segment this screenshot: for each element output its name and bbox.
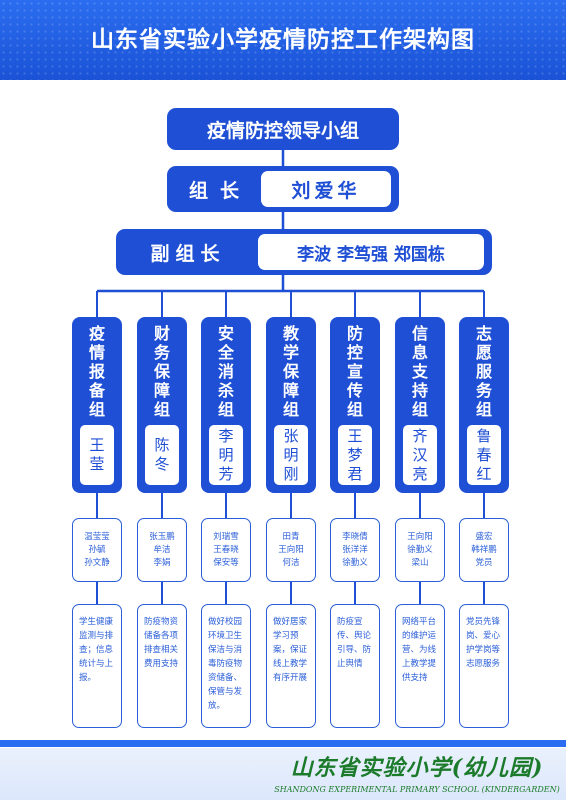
member-name: 保安等 — [213, 557, 239, 568]
deputy-label: 副组长 — [150, 242, 226, 265]
member-name: 牟洁 — [153, 544, 171, 555]
page-title: 山东省实验小学疫情防控工作架构图 — [91, 27, 475, 53]
group-leader-name: 鲁春红 — [467, 425, 501, 485]
footer-stripe — [0, 740, 566, 747]
member-name: 党员 — [475, 557, 493, 568]
member-name: 田青 — [282, 531, 300, 542]
group-name: 防控宣传组 — [346, 324, 363, 419]
group-column: 志愿服务组鲁春红 — [459, 317, 509, 493]
group-column: 财务保障组陈冬 — [137, 317, 187, 493]
leader-row: 组长 刘爱华 — [167, 166, 399, 212]
member-name: 温莹莹 — [84, 531, 110, 542]
member-name: 何洁 — [282, 557, 300, 568]
group-duty: 防疫宣传、舆论引导、防止舆情 — [330, 604, 380, 728]
group-leader-name: 李明芳 — [209, 425, 243, 485]
group-name: 志愿服务组 — [475, 324, 492, 419]
banner-pattern — [0, 0, 566, 80]
member-name: 盛宏 — [475, 531, 493, 542]
group-name: 教学保障组 — [282, 324, 299, 419]
group-name: 财务保障组 — [153, 324, 170, 419]
group-leader-name: 齐汉亮 — [403, 425, 437, 485]
group-members: 王向阳徐勤义梁山 — [395, 518, 445, 582]
group-leader-name: 王莹 — [80, 425, 114, 485]
leader-name: 刘爱华 — [261, 171, 391, 207]
school-name-english: SHANDONG EXPERIMENTAL PRIMARY SCHOOL (KI… — [274, 785, 560, 794]
member-name: 孙文静 — [84, 557, 110, 568]
group-column: 安全消杀组李明芳 — [201, 317, 251, 493]
group-duty: 防疫物资储备各项排查相关费用支持 — [137, 604, 187, 728]
member-name: 王向阳 — [407, 531, 433, 542]
member-name: 梁山 — [411, 557, 429, 568]
group-leader-name: 王梦君 — [338, 425, 372, 485]
group-leader-name: 张明刚 — [274, 425, 308, 485]
group-duty: 网络平台的维护运营、为线上教学提供支持 — [395, 604, 445, 728]
group-members: 温莹莹孙毓孙文静 — [72, 518, 122, 582]
header-banner: 山东省实验小学疫情防控工作架构图 — [0, 0, 566, 80]
leadership-group-box: 疫情防控领导小组 — [167, 108, 399, 150]
member-name: 李娟 — [153, 557, 171, 568]
group-column: 教学保障组张明刚 — [266, 317, 316, 493]
group-column: 防控宣传组王梦君 — [330, 317, 380, 493]
group-members: 李晓倩张洋洋徐勤义 — [330, 518, 380, 582]
member-name: 王向阳 — [278, 544, 304, 555]
leader-label: 组长 — [188, 179, 251, 202]
member-name: 王春晓 — [213, 544, 239, 555]
group-column: 疫情报备组王莹 — [72, 317, 122, 493]
group-members: 张玉鹏牟洁李娟 — [137, 518, 187, 582]
group-members: 刘瑞雪王春晓保安等 — [201, 518, 251, 582]
member-name: 徐勤义 — [342, 557, 368, 568]
group-duty: 做好居家学习预案，保证线上教学有序开展 — [266, 604, 316, 728]
group-column: 信息支持组齐汉亮 — [395, 317, 445, 493]
member-name: 徐勤义 — [407, 544, 433, 555]
group-name: 疫情报备组 — [88, 324, 105, 419]
group-duty: 学生健康监测与排查；信息统计与上报。 — [72, 604, 122, 728]
group-name: 信息支持组 — [411, 324, 428, 419]
group-name: 安全消杀组 — [217, 324, 234, 419]
member-name: 张洋洋 — [342, 544, 368, 555]
member-name: 韩祥鹏 — [471, 544, 497, 555]
member-name: 孙毓 — [88, 544, 106, 555]
group-duty: 做好校园环境卫生保洁与消毒防疫物资储备、保管与发放。 — [201, 604, 251, 728]
member-name: 李晓倩 — [342, 531, 368, 542]
group-members: 盛宏韩祥鹏党员 — [459, 518, 509, 582]
member-name: 张玉鹏 — [149, 531, 175, 542]
deputy-names: 李波 李笃强 郑国栋 — [258, 234, 484, 270]
footer-band — [0, 748, 566, 800]
member-name: 刘瑞雪 — [213, 531, 239, 542]
school-name-logo: 山东省实验小学(幼儿园) — [290, 755, 544, 781]
group-members: 田青王向阳何洁 — [266, 518, 316, 582]
group-leader-name: 陈冬 — [145, 425, 179, 485]
deputy-row: 副组长 李波 李笃强 郑国栋 — [116, 229, 492, 275]
group-duty: 党员先锋岗、爱心护学岗等志愿服务 — [459, 604, 509, 728]
